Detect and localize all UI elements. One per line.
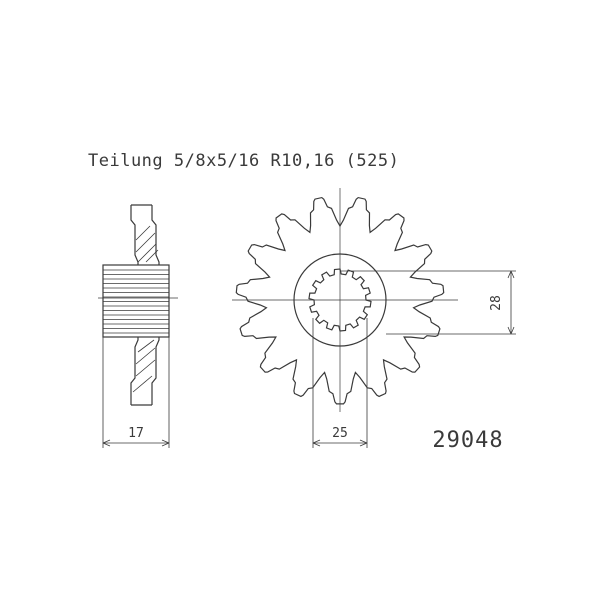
dim-17-arrows [102, 439, 170, 447]
dim-28-arrows [507, 270, 515, 335]
side-view-lower-hatch [132, 339, 156, 393]
side-view-lower-tooth [130, 337, 160, 406]
sprocket-front-view: 28 25 [232, 188, 516, 448]
dim-25-label: 25 [332, 426, 348, 441]
side-view-hub-hatch [103, 269, 169, 334]
drawing-title: Teilung 5/8x5/16 R10,16 (525) [88, 151, 399, 171]
side-view-upper-tooth [130, 204, 160, 265]
dim-25-arrows [312, 439, 368, 447]
side-view-upper-hatch [135, 225, 159, 263]
side-view-hub [102, 264, 170, 338]
sprocket-side-view: 17 [98, 204, 178, 448]
dim-17-label: 17 [128, 426, 144, 441]
dim-28-label: 28 [489, 295, 504, 311]
part-number: 29048 [432, 428, 503, 453]
